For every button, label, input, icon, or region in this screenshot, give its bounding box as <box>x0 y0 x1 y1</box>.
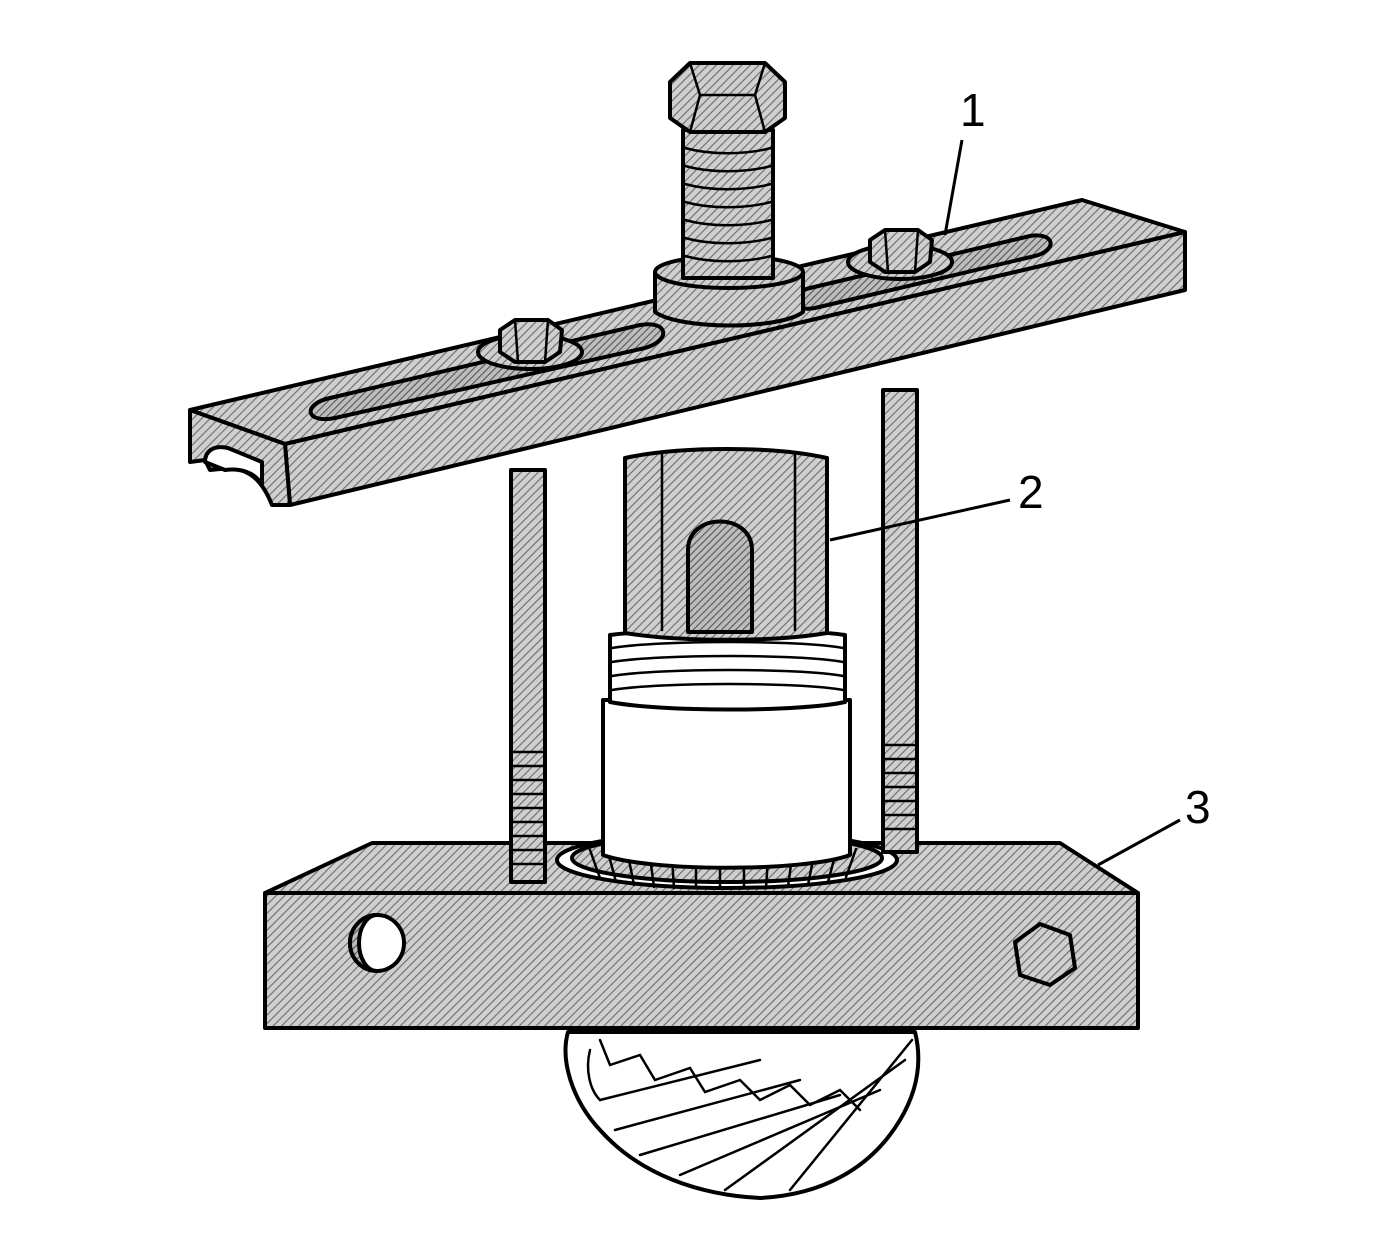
callout-leaders <box>829 139 1181 867</box>
base-hex-bolt <box>1013 922 1077 987</box>
threaded-rod-right <box>881 388 919 854</box>
forcing-screw <box>653 61 805 328</box>
bearing-installer <box>601 447 852 870</box>
leader-line-2 <box>829 498 1011 542</box>
leader-line-3 <box>1097 818 1181 867</box>
callout-2-label: 2 <box>1018 466 1044 518</box>
pinion-gear <box>563 1030 921 1200</box>
leader-line-1 <box>943 139 964 236</box>
threaded-rod-left <box>509 468 547 884</box>
crossbar-bolt-right <box>846 228 954 281</box>
callout-3-label: 3 <box>1185 781 1211 833</box>
callout-1-label: 1 <box>960 84 986 136</box>
crossbar-bolt-left <box>476 318 584 371</box>
